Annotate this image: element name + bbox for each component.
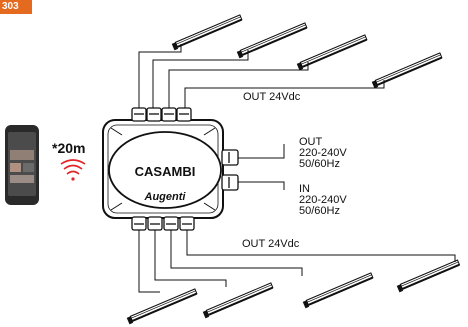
svg-text:220-240V: 220-240V bbox=[299, 194, 347, 206]
led-bar bbox=[296, 34, 368, 71]
led-bar bbox=[202, 282, 274, 319]
top-glands bbox=[131, 107, 192, 122]
led-bar bbox=[396, 259, 461, 293]
side-glands bbox=[221, 149, 239, 191]
out-24vdc-top-label: OUT 24Vdc bbox=[243, 91, 301, 103]
smartphone bbox=[5, 125, 39, 205]
side-wires bbox=[238, 144, 285, 190]
top-wires bbox=[138, 44, 385, 110]
led-bar bbox=[171, 14, 243, 51]
led-bar bbox=[126, 288, 198, 325]
led-bar bbox=[371, 52, 443, 89]
led-bar bbox=[236, 22, 308, 59]
maker-logo: Augenti bbox=[144, 191, 187, 203]
junction-box: CASAMBI Augenti bbox=[102, 119, 224, 219]
mains-out-label: OUT 220-240V 50/60Hz bbox=[299, 136, 347, 170]
bottom-wires bbox=[138, 225, 456, 293]
distance-label: *20m bbox=[52, 140, 85, 156]
led-bar bbox=[302, 272, 374, 309]
brand-logo: CASAMBI bbox=[135, 164, 196, 179]
svg-text:50/60Hz: 50/60Hz bbox=[299, 158, 340, 170]
svg-text:OUT: OUT bbox=[299, 136, 323, 148]
corner-tag: 303 bbox=[0, 0, 32, 14]
svg-text:50/60Hz: 50/60Hz bbox=[299, 205, 340, 217]
mains-in-label: IN 220-240V 50/60Hz bbox=[299, 183, 347, 217]
bottom-glands bbox=[131, 216, 195, 231]
out-24vdc-bottom-label: OUT 24Vdc bbox=[242, 238, 300, 250]
wifi-icon bbox=[60, 159, 86, 181]
svg-text:IN: IN bbox=[299, 183, 310, 195]
svg-text:220-240V: 220-240V bbox=[299, 147, 347, 159]
